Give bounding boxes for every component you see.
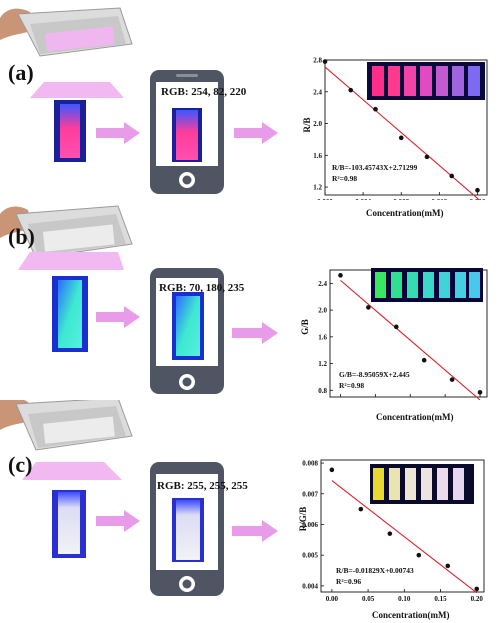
inset-photo-a — [367, 62, 485, 100]
y-tick-label: 2.4 — [318, 280, 327, 288]
cuvette-sample-c — [52, 490, 86, 558]
data-point — [474, 586, 480, 592]
y-tick-label: 0.005 — [302, 552, 318, 560]
panel-a: 0.0000.0040.0080.0120.0161.21.62.02.42.8… — [0, 0, 500, 218]
panel-b-illustration: 0.000.050.100.150.200.81.21.62.02.4 — [0, 205, 488, 400]
rgb-readout: RGB: 254, 82, 220 — [161, 86, 247, 98]
uv-lamp-icon — [15, 205, 133, 259]
inset-photo-b — [371, 268, 483, 302]
panel-b: 0.000.050.100.150.200.81.21.62.02.4 (b) … — [0, 200, 500, 422]
y-tick-label: 1.6 — [318, 333, 327, 341]
y-tick-label: 0.008 — [302, 460, 318, 468]
y-tick-label: 0.006 — [302, 521, 318, 529]
smartphone-icon — [150, 462, 224, 596]
x-tick-label: 0.008 — [393, 198, 409, 200]
data-point — [449, 173, 455, 179]
fit-line — [331, 480, 478, 594]
y-axis-label: R/B — [302, 117, 312, 133]
x-axis-label: Concentration(mM) — [366, 208, 444, 218]
data-point — [477, 390, 483, 395]
x-tick-label: 0.05 — [362, 595, 375, 603]
arrow-right-icon — [234, 122, 278, 144]
y-tick-label: 1.2 — [318, 360, 327, 368]
uv-lamp-icon — [17, 7, 133, 57]
fit-equation: R/B=-0.01829X+0.00743 — [336, 566, 414, 575]
arrow-right-icon — [96, 510, 140, 532]
plot-frame — [324, 59, 488, 196]
y-axis-label: G/B — [300, 319, 310, 335]
x-tick-label: 0.20 — [471, 595, 484, 603]
x-tick-label: 0.00 — [326, 595, 339, 603]
data-point — [358, 506, 364, 512]
fit-equation: R/B=-103.45743X+2.71299 — [332, 163, 418, 172]
y-tick-label: 2.0 — [318, 307, 327, 315]
data-point — [398, 135, 404, 141]
cuvette-sample-b — [52, 276, 88, 352]
panel-c-illustration: 0.00 0.05 0.10 0.15 0.20 0.004 0.005 0.006 0.007… — [0, 400, 485, 603]
x-tick-label: 0.15 — [434, 595, 447, 603]
panel-label: (b) — [8, 224, 35, 249]
data-point — [424, 154, 430, 160]
arrow-right-icon — [96, 306, 140, 328]
data-point — [373, 106, 378, 112]
plot-frame — [329, 269, 488, 398]
r-squared: R²=0.98 — [332, 174, 358, 183]
fit-line — [340, 279, 481, 400]
arrow-right-icon — [96, 122, 140, 144]
data-point — [348, 87, 354, 93]
chart-c: 0.00 0.05 0.10 0.15 0.20 0.004 0.005 0.006 0.007… — [302, 459, 485, 603]
uv-light-beam — [30, 82, 124, 98]
x-tick-label: 0.012 — [431, 198, 447, 200]
data-point — [416, 552, 422, 558]
plot-frame — [320, 459, 485, 593]
x-axis-label: Concentration(mM) — [376, 412, 454, 422]
fit-equation: G/B=-8.95059X+2.445 — [339, 370, 410, 379]
data-point — [387, 531, 393, 536]
rgb-readout: RGB: 70, 180, 235 — [159, 282, 245, 294]
y-tick-label: 2.8 — [313, 57, 322, 65]
x-tick-label: 0.10 — [398, 595, 411, 603]
panel-label: (c) — [8, 452, 33, 477]
uv-light-beam — [18, 252, 124, 270]
panel-label: (a) — [8, 60, 34, 85]
uv-light-beam — [22, 462, 122, 480]
chart-b: 0.000.050.100.150.200.81.21.62.02.4 — [318, 269, 488, 400]
data-point — [475, 187, 480, 193]
y-tick-label: 0.004 — [302, 582, 318, 590]
uv-lamp-icon — [15, 400, 133, 451]
data-point — [329, 467, 335, 473]
smartphone-icon — [150, 268, 224, 394]
r-squared: R²=0.96 — [336, 577, 362, 586]
data-point — [338, 273, 343, 278]
y-axis-label: R/G/B — [298, 506, 308, 532]
smartphone-icon — [150, 70, 224, 194]
inset-photo-c — [370, 464, 474, 504]
x-tick-label: 0.004 — [355, 198, 371, 200]
r-squared: R²=0.98 — [339, 381, 365, 390]
x-axis-label: Concentration(mM) — [372, 610, 450, 620]
panel-c: 0.00 0.05 0.10 0.15 0.20 0.004 0.005 0.006 0.007… — [0, 400, 500, 623]
data-point — [366, 305, 371, 310]
y-tick-label: 0.007 — [302, 490, 318, 498]
data-point — [449, 377, 455, 382]
data-point — [322, 59, 328, 64]
rgb-readout: RGB: 255, 255, 255 — [157, 480, 248, 492]
y-tick-label: 2.0 — [313, 120, 322, 128]
arrow-right-icon — [232, 520, 278, 542]
arrow-right-icon — [232, 322, 278, 344]
y-tick-label: 2.4 — [313, 88, 322, 96]
data-point — [393, 324, 399, 330]
data-point — [445, 563, 451, 569]
y-tick-label: 0.8 — [318, 387, 327, 395]
y-tick-label: 1.6 — [313, 152, 322, 160]
cuvette-sample-a — [54, 100, 86, 162]
y-tick-label: 1.2 — [313, 184, 322, 192]
data-point — [421, 357, 427, 363]
x-tick-label: 0.000 — [317, 198, 333, 200]
